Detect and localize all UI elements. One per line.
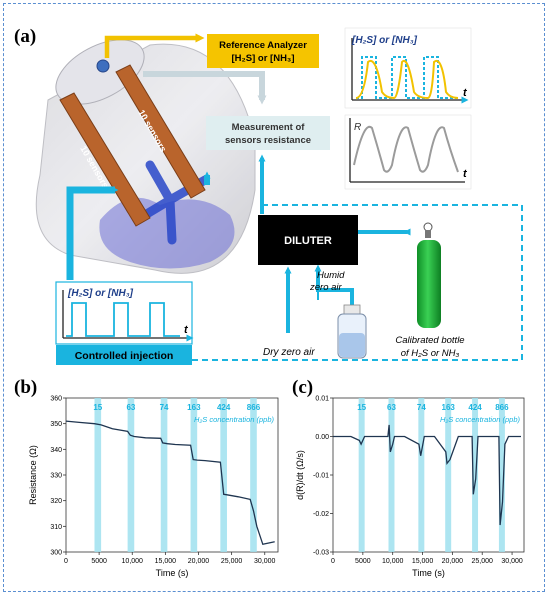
x-axis-label: Time (s) [156, 568, 189, 578]
diluter-label: DILUTER [284, 235, 332, 247]
pulse-label: 15 [357, 403, 366, 412]
x-tick-label: 30,000 [254, 558, 276, 565]
mini-plot-conc-t: t [463, 87, 468, 99]
measurement-box [206, 116, 330, 150]
x-tick-label: 15,000 [155, 558, 177, 565]
panel-label-b: (b) [14, 377, 37, 398]
measurement-line1: Measurement of [232, 122, 306, 133]
dry-air-label: Dry zero air [263, 347, 315, 358]
pulse-label: 163 [442, 403, 456, 412]
controlled-injection-box [56, 345, 192, 365]
bottle-line2: of H₂S or NH₃ [401, 348, 460, 359]
x-tick-label: 15,000 [412, 558, 434, 565]
x-tick-label: 30,000 [501, 558, 523, 565]
pulse-band [94, 398, 102, 552]
pulse-label: 866 [495, 403, 509, 412]
pulse-label: 15 [93, 403, 102, 412]
pulse-label: 74 [160, 403, 169, 412]
y-tick-label: 330 [50, 473, 62, 480]
y-tick-label: 310 [50, 524, 62, 531]
mini-plot-injection [55, 281, 194, 345]
pulse-label: 74 [417, 403, 426, 412]
x-tick-label: 25,000 [221, 558, 243, 565]
diluter-box [258, 215, 358, 265]
mini-plot-r-label: R [354, 122, 361, 133]
gas-flow-lines [66, 154, 523, 361]
plot-area [65, 397, 279, 553]
arrow-to-measurement [143, 71, 267, 105]
calibrated-gas-bottle [417, 222, 441, 328]
reference-analyzer-line2: [H₂S] or [NH₃] [232, 53, 295, 64]
pulse-label: 866 [247, 403, 261, 412]
pulse-label: 63 [126, 403, 135, 412]
x-tick-label: 20,000 [442, 558, 464, 565]
pulse-band [418, 398, 425, 552]
pulse-band [388, 398, 395, 552]
x-axis-label: Time (s) [412, 568, 445, 578]
y-tick-label: -0.01 [313, 473, 329, 480]
controlled-injection-label: Controlled injection [75, 350, 174, 362]
y-axis-label: Resistance (Ω) [28, 445, 38, 505]
panel-label-a: (a) [14, 26, 36, 47]
pulse-label: 163 [187, 403, 201, 412]
pulse-band [472, 398, 479, 552]
pulse-band [250, 398, 257, 552]
figure-frame [3, 3, 545, 592]
concentration-annotation: H₂S concentration (ppb) [194, 415, 274, 424]
pulse-band [220, 398, 227, 552]
injection-t-label: t [184, 324, 189, 336]
x-tick-label: 5000 [355, 558, 371, 565]
humidifier-bottle [337, 304, 367, 359]
series-line [333, 424, 521, 526]
y-tick-label: 350 [50, 421, 62, 428]
pulse-band [445, 398, 452, 552]
x-tick-label: 20,000 [188, 558, 210, 565]
y-tick-label: -0.03 [313, 550, 329, 557]
x-tick-label: 10,000 [122, 558, 144, 565]
reference-analyzer-line1: Reference Analyzer [219, 40, 307, 51]
pulse-label: 424 [217, 403, 231, 412]
bottle-line1: Calibrated bottle [395, 335, 464, 346]
mini-plot-conc-label: [H₂S] or [NH₃] [351, 35, 418, 46]
pulse-label: 424 [468, 403, 482, 412]
arrow-to-reference-analyzer [104, 33, 205, 58]
pulse-band [190, 398, 198, 552]
y-axis-label: d(R)/dt (Ω/s) [295, 450, 305, 500]
mini-plot-res-t: t [463, 168, 468, 180]
x-tick-label: 10,000 [382, 558, 404, 565]
y-tick-label: 320 [50, 498, 62, 505]
pulse-band [498, 398, 505, 552]
y-tick-label: 0.00 [315, 434, 329, 441]
mini-plot-resistance [344, 114, 472, 190]
panel-label-c: (c) [292, 377, 313, 398]
y-tick-label: 0.01 [315, 396, 329, 403]
pulse-band [160, 398, 168, 552]
x-tick-label: 0 [64, 558, 68, 565]
test-chamber [35, 39, 256, 274]
pulse-band [127, 398, 135, 552]
measurement-line2: sensors resistance [225, 135, 311, 146]
x-tick-label: 5000 [91, 558, 107, 565]
humid-line2: zero air [309, 282, 343, 293]
series-line [65, 420, 275, 546]
reference-analyzer-box [207, 34, 319, 68]
mini-plot-concentration [344, 27, 472, 109]
plot-area [332, 397, 525, 553]
y-tick-label: -0.02 [313, 511, 329, 518]
injection-conc-label: [H₂S] or [NH₃] [67, 288, 134, 299]
x-tick-label: 0 [331, 558, 335, 565]
y-tick-label: 360 [50, 396, 62, 403]
y-tick-label: 340 [50, 447, 62, 454]
pulse-band [358, 398, 365, 552]
pulse-label: 63 [387, 403, 396, 412]
x-tick-label: 25,000 [472, 558, 494, 565]
concentration-annotation: H₂S concentration (ppb) [440, 415, 520, 424]
humid-line1: Humid [317, 270, 345, 281]
y-tick-label: 300 [50, 550, 62, 557]
